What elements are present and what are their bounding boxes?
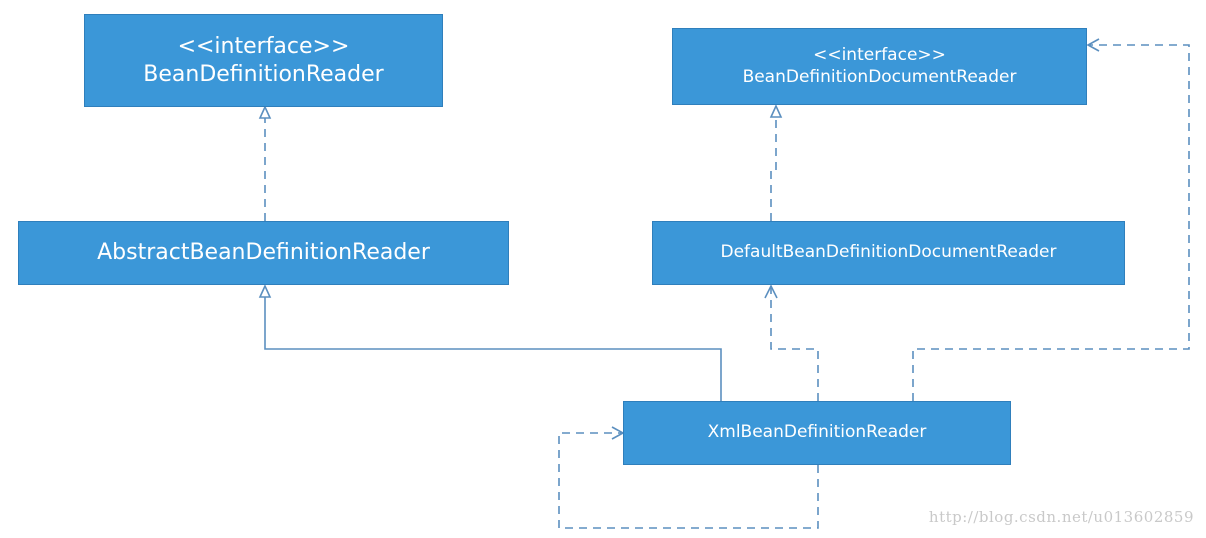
hollow-triangle-icon bbox=[769, 104, 783, 118]
hollow-triangle-icon bbox=[258, 284, 272, 298]
dependency-xml-to-default bbox=[770, 287, 819, 401]
interface-stereotype: <<interface>> bbox=[177, 34, 350, 59]
class-xml-bean-definition-reader: XmlBeanDefinitionReader bbox=[623, 401, 1011, 465]
open-arrow-icon bbox=[1086, 38, 1100, 52]
class-name: DefaultBeanDefinitionDocumentReader bbox=[720, 242, 1057, 263]
class-name: AbstractBeanDefinitionReader bbox=[97, 240, 430, 266]
class-bean-definition-document-reader: <<interface>> BeanDefinitionDocumentRead… bbox=[672, 28, 1087, 105]
dependency-xml-to-docreader bbox=[912, 44, 1190, 401]
interface-stereotype: <<interface>> bbox=[813, 45, 946, 66]
realization-default-to-docreader bbox=[770, 117, 777, 221]
hollow-triangle-icon bbox=[258, 105, 272, 119]
watermark-url: http://blog.csdn.net/u013602859 bbox=[928, 508, 1194, 526]
class-name: BeanDefinitionReader bbox=[143, 61, 384, 87]
class-name: XmlBeanDefinitionReader bbox=[707, 422, 927, 443]
class-bean-definition-reader: <<interface>> BeanDefinitionReader bbox=[84, 14, 443, 107]
class-default-bean-definition-document-reader: DefaultBeanDefinitionDocumentReader bbox=[652, 221, 1125, 285]
dependency-xml-self bbox=[558, 432, 819, 529]
class-name: BeanDefinitionDocumentReader bbox=[742, 66, 1017, 87]
open-arrow-icon bbox=[764, 284, 778, 299]
open-arrow-icon bbox=[611, 426, 625, 440]
class-abstract-bean-definition-reader: AbstractBeanDefinitionReader bbox=[18, 221, 509, 285]
generalization-xml-to-abstract bbox=[264, 297, 722, 401]
